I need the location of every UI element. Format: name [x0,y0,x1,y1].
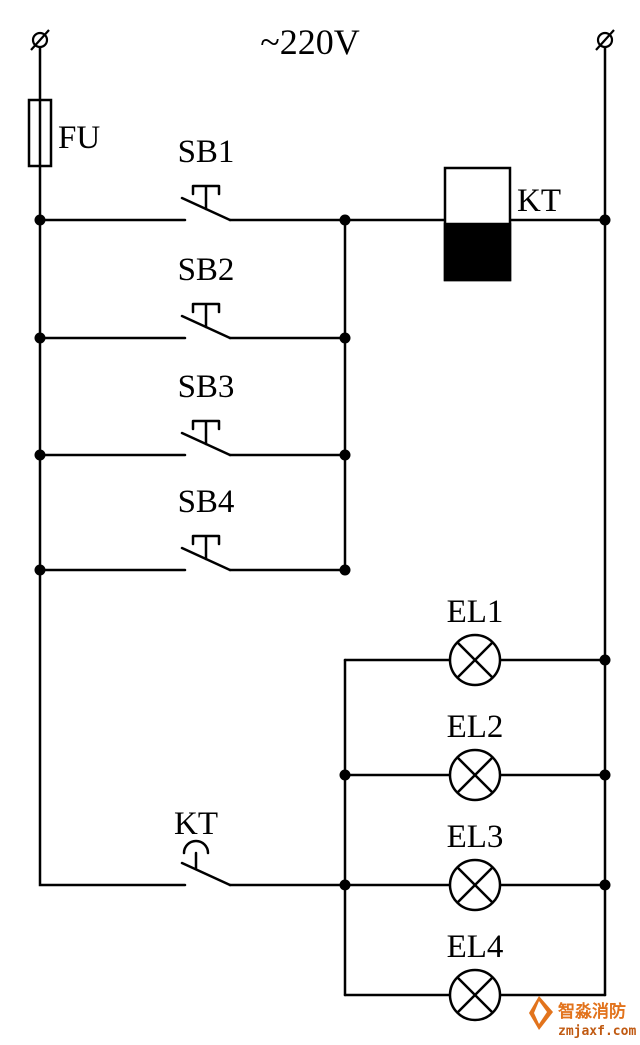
sb4-label: SB4 [178,484,235,520]
pushbutton-actuator-icon [191,534,221,561]
lamp-el4 [448,968,502,1022]
sb3-label: SB3 [178,369,235,405]
junction-dot [34,214,46,226]
junction-dot [599,214,611,226]
timer-coil-label: KT [517,183,561,219]
fuse-fu: FU [27,98,100,168]
lamp-cross [456,866,494,904]
lamp-el2 [448,748,502,802]
junction-dot [339,769,351,781]
lamp-el3 [448,858,502,912]
junction-dot [34,332,46,344]
junction-dot [34,449,46,461]
pushbutton-sb2 [180,302,232,340]
lamp-cross [456,976,494,1014]
timer-contact-label: KT [174,806,218,842]
junction-dot [339,564,351,576]
watermark-logo-inner [534,1001,547,1024]
terminals [30,29,615,51]
pushbutton-actuator-icon [191,302,221,329]
lamp-cross [456,641,494,679]
junction-dot [339,332,351,344]
pushbutton-sb4 [180,534,232,572]
timer-coil-kt: KT [443,166,561,282]
el1-label: EL1 [447,594,504,630]
junction-dot [599,769,611,781]
sb1-label: SB1 [178,134,235,170]
pushbutton-sb1 [180,184,232,222]
junction-dot [339,214,351,226]
pushbutton-sb3 [180,419,232,457]
junction-dot [339,449,351,461]
sb2-label: SB2 [178,252,235,288]
fuse-body [27,98,53,168]
lamp-el1 [448,633,502,687]
timer-contact-kt [180,839,232,887]
wire-left-bus [38,45,187,887]
terminal-icon-right [595,29,615,51]
time-delay-icon [182,839,210,871]
pushbutton-actuator-icon [191,419,221,446]
junction-dot [339,879,351,891]
junction-dot [599,879,611,891]
junction-dot [599,654,611,666]
junction-dot [34,564,46,576]
power-supply-label: ~220V [260,22,359,62]
timer-coil-fill [443,222,512,282]
watermark-site: zmjaxf.com [558,1024,636,1039]
fuse-label: FU [58,120,100,156]
switch-contact [180,861,232,887]
watermark-brand: 智淼消防 [558,1001,626,1022]
el4-label: EL4 [447,929,504,965]
el2-label: EL2 [447,709,504,745]
junction-dots [34,214,611,891]
terminal-icon-left [30,29,50,51]
lamp-cross [456,756,494,794]
el3-label: EL3 [447,819,504,855]
watermark: 智淼消防 zmjaxf.com [529,996,636,1039]
pushbutton-actuator-icon [191,184,221,211]
wires [38,45,607,997]
